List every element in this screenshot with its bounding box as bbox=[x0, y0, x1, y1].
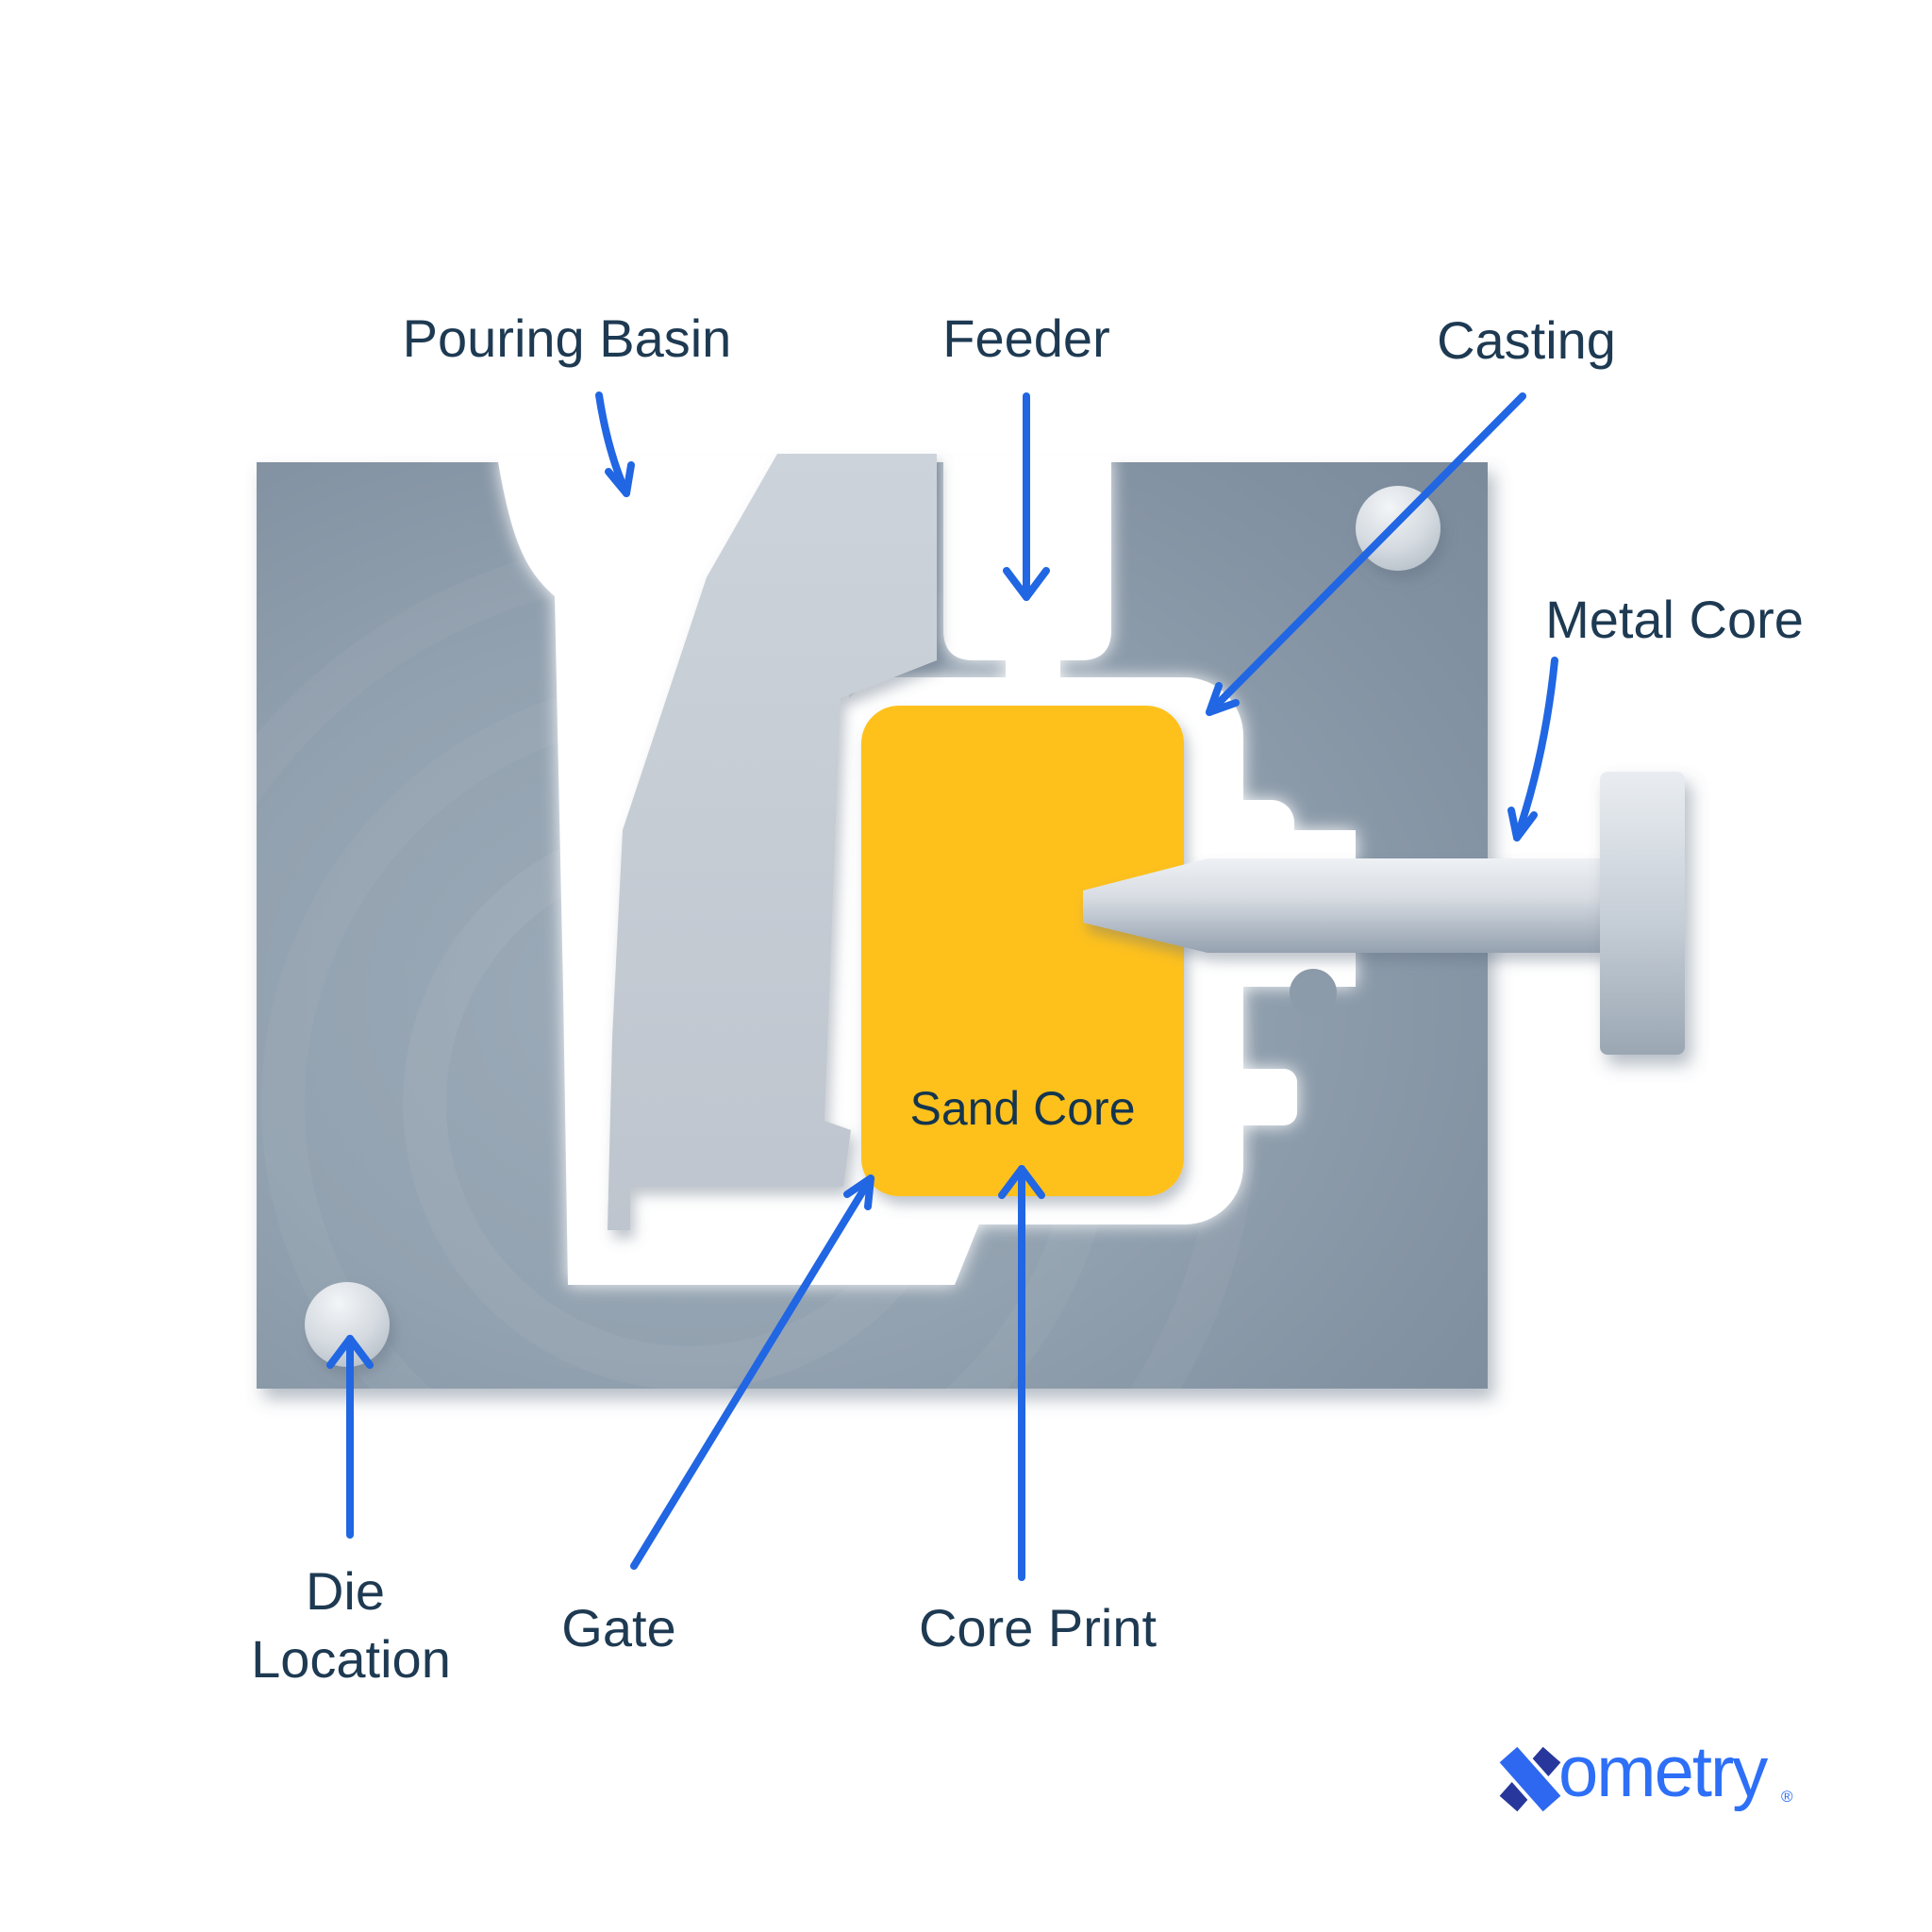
pouring-basin-label: Pouring Basin bbox=[403, 308, 732, 368]
casting-notch bbox=[1290, 969, 1337, 1016]
callout-labels: Pouring Basin Feeder Casting Metal Core … bbox=[251, 308, 1804, 1689]
sand-core: Sand Core bbox=[861, 706, 1184, 1196]
feeder-arrow bbox=[1003, 392, 1050, 601]
feeder-label: Feeder bbox=[942, 308, 1109, 368]
sand-core-label: Sand Core bbox=[909, 1082, 1135, 1135]
callout-arrows bbox=[326, 391, 1558, 1581]
xometry-logo: ometry ® bbox=[1496, 1732, 1793, 1814]
pouring-basin-arrow bbox=[595, 391, 635, 497]
core-print-arrow bbox=[998, 1165, 1045, 1581]
metal-core-rod bbox=[1083, 858, 1604, 953]
xometry-wordmark: ometry bbox=[1558, 1732, 1768, 1812]
core-print-label: Core Print bbox=[919, 1598, 1158, 1657]
xometry-x-icon bbox=[1496, 1744, 1564, 1814]
die-location-arrow bbox=[326, 1335, 374, 1539]
casting-label: Casting bbox=[1437, 310, 1616, 370]
gate-label: Gate bbox=[561, 1598, 675, 1657]
x-mark-blue-stroke bbox=[1499, 1746, 1561, 1812]
casting-boss-lower bbox=[1217, 1069, 1297, 1125]
mold-insert bbox=[608, 454, 937, 1230]
metal-core-flange bbox=[1600, 772, 1685, 1055]
die-location-pin-bottom bbox=[305, 1282, 390, 1367]
die-location-label-line2: Location bbox=[251, 1629, 451, 1689]
casting-ledge-below-rod bbox=[1217, 947, 1356, 987]
die-location-label-line1: Die bbox=[306, 1561, 385, 1621]
registered-trademark-icon: ® bbox=[1781, 1788, 1793, 1806]
die-location-pin-top bbox=[1356, 486, 1441, 571]
gate-arrow bbox=[630, 1174, 874, 1570]
casting-arrow bbox=[1206, 392, 1526, 716]
metal-core bbox=[1083, 772, 1685, 1055]
metal-core-label: Metal Core bbox=[1545, 590, 1804, 649]
sand-core-body bbox=[861, 706, 1184, 1196]
metal-core-arrow bbox=[1507, 657, 1558, 841]
